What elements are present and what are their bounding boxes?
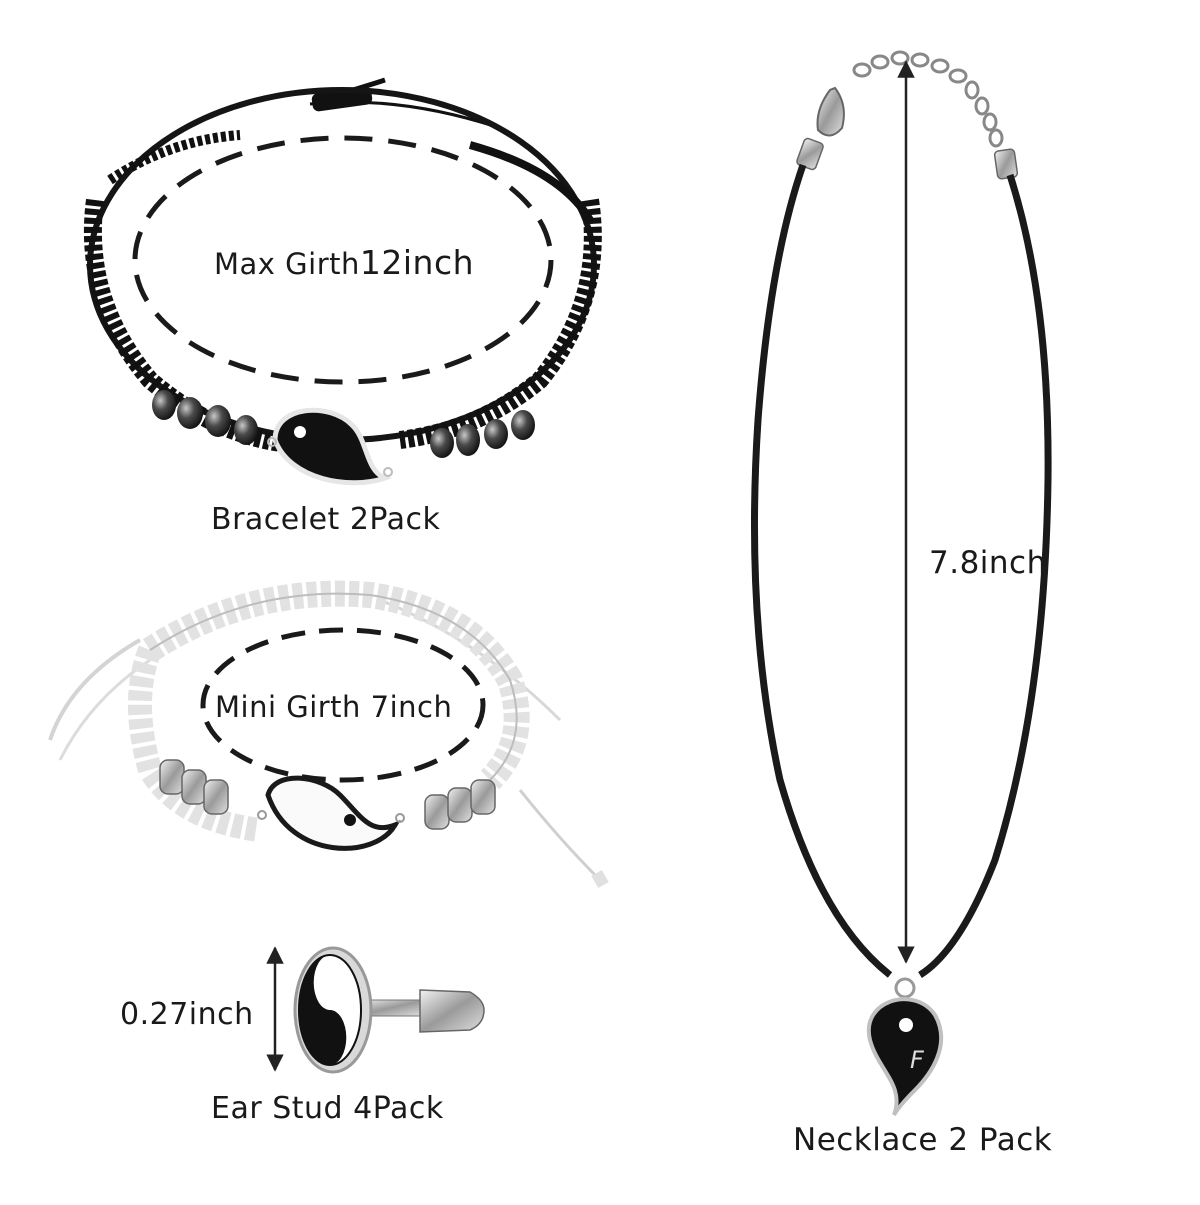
rhinestone-bead-icon [159,759,496,830]
ear-stud-size-label: 0.27inch [120,997,254,1032]
yin-yang-charm-icon [267,407,393,486]
necklace-caption: Necklace 2 Pack [793,1122,1053,1158]
mini-girth-label: Mini Girth 7inch [215,690,453,724]
white-bracelet [48,580,609,889]
necklace: F [751,50,1052,1117]
bracelet-caption: Bracelet 2Pack [211,502,441,537]
mini-girth-dashed-outline [200,627,486,783]
necklace-length-label: 7.8inch [929,545,1047,581]
max-girth-prefix: Max Girth [214,247,360,281]
ear-stud-caption: Ear Stud 4Pack [211,1091,444,1126]
max-girth-label: Max Girth12inch [214,243,474,282]
yin-yang-pendant-icon: F [866,997,944,1117]
ear-stud [266,946,485,1074]
black-bracelet [83,77,602,486]
yin-yang-charm-icon [257,775,405,851]
max-girth-dashed-outline [132,135,554,385]
pendant-letter: F [910,1046,925,1074]
bead-icon [152,390,535,458]
max-girth-value: 12inch [359,243,475,282]
